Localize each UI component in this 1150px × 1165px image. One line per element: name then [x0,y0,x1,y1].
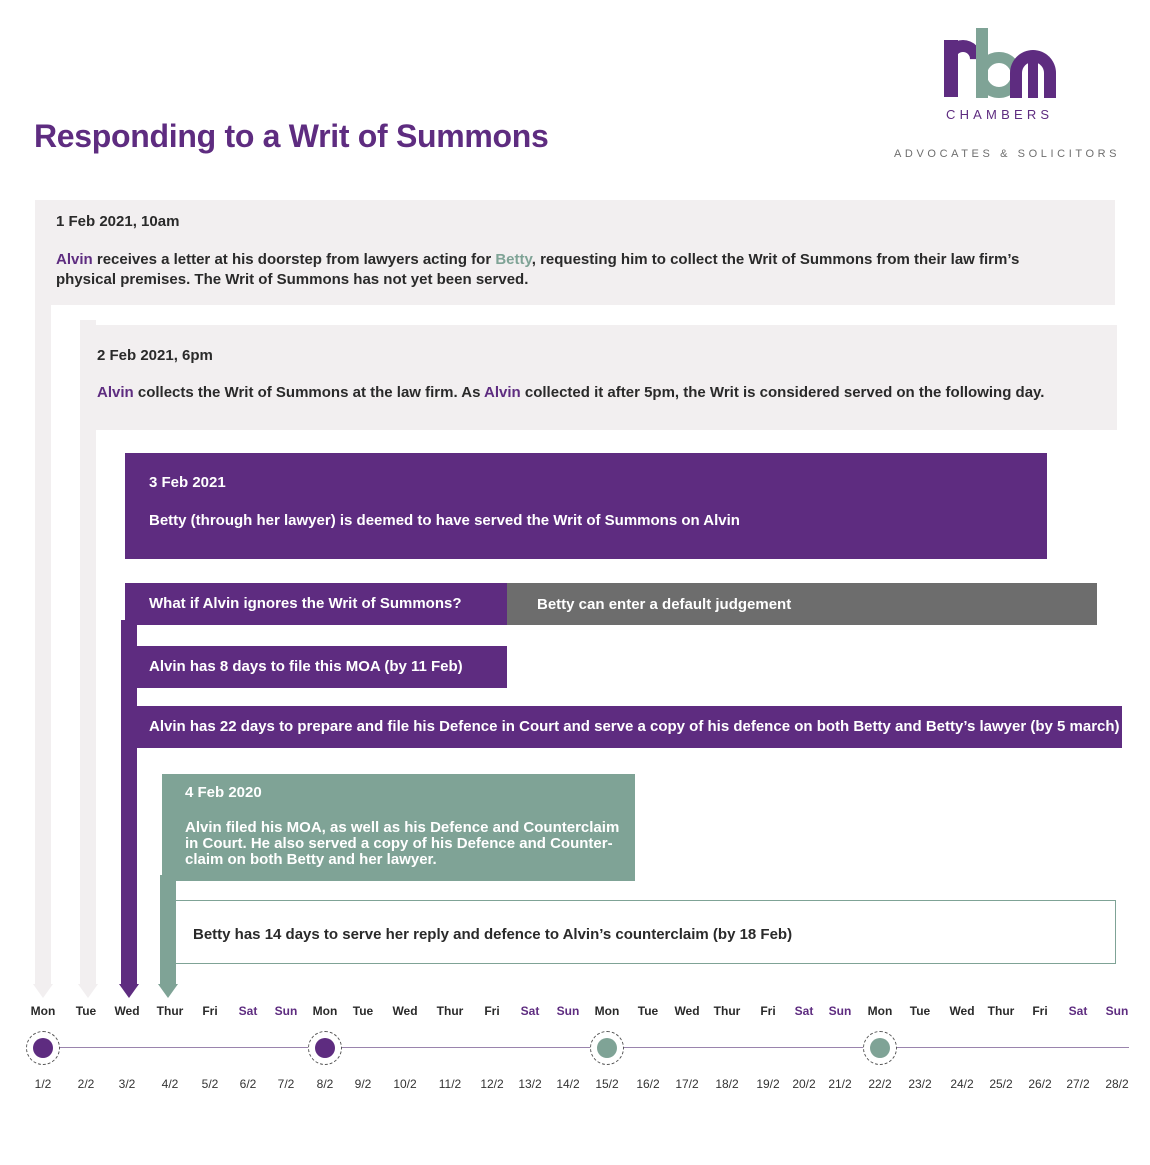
event-card-1-feb: 1 Feb 2021, 10am Alvin receives a letter… [35,200,1115,305]
event-date: 1 Feb 2021, 10am [56,213,180,230]
timeline-date-label: 7/2 [277,1077,295,1091]
timeline-date-label: 16/2 [636,1077,660,1091]
timeline-day-label: Sun [556,1004,580,1018]
logo-chambers: CHAMBERS [946,107,1054,122]
timeline-date-label: 11/2 [438,1077,462,1091]
timeline-day-label: Sat [520,1004,540,1018]
timeline-date-label: 22/2 [868,1077,892,1091]
timeline-day-label: Mon [312,1004,338,1018]
timeline-date-label: 23/2 [908,1077,932,1091]
timeline-day-label: Sat [238,1004,258,1018]
default-judgement-box: Betty can enter a default judgement [507,583,1097,625]
timeline-date-label: 1/2 [34,1077,52,1091]
timeline-date-label: 26/2 [1028,1077,1052,1091]
timeline-date-label: 5/2 [201,1077,219,1091]
timeline-marker-dot [315,1038,335,1058]
timeline-day-label: Mon [30,1004,56,1018]
timeline-marker-dot [870,1038,890,1058]
timeline-date-label: 21/2 [828,1077,852,1091]
timeline-day-label: Mon [867,1004,893,1018]
timeline-day-label: Fri [760,1004,776,1018]
timeline-day-label: Sat [794,1004,814,1018]
event-description: Alvin collects the Writ of Summons at th… [97,384,1045,401]
timeline-day-label: Sun [274,1004,298,1018]
timeline-date-label: 25/2 [989,1077,1013,1091]
timeline-day-label: Thur [156,1004,184,1018]
timeline-date-label: 28/2 [1105,1077,1129,1091]
event-card-2-feb: 2 Feb 2021, 6pm Alvin collects the Writ … [80,325,1117,430]
timeline-axis [44,1047,1129,1048]
event-date: 4 Feb 2020 [185,784,262,801]
event-date: 3 Feb 2021 [149,474,226,491]
what-if-box: What if Alvin ignores the Writ of Summon… [125,583,507,625]
timeline-date-label: 12/2 [480,1077,504,1091]
connector-line-3 [121,620,137,985]
timeline-day-label: Wed [392,1004,418,1018]
arrowhead-4 [158,984,178,998]
timeline-day-label: Wed [949,1004,975,1018]
timeline-day-label: Sun [1105,1004,1129,1018]
timeline-date-label: 13/2 [518,1077,542,1091]
moa-deadline-box: Alvin has 8 days to file this MOA (by 11… [137,646,507,688]
event-date: 2 Feb 2021, 6pm [97,347,213,364]
connector-line-1 [35,300,51,985]
timeline-day-label: Tue [352,1004,374,1018]
arrowhead-2 [78,984,98,998]
logo-tagline: ADVOCATES & SOLICITORS [894,148,1121,160]
timeline-day-label: Wed [114,1004,140,1018]
timeline-day-label: Fri [1032,1004,1048,1018]
timeline-marker-dot [597,1038,617,1058]
arrowhead-3 [119,984,139,998]
timeline-day-label: Mon [594,1004,620,1018]
arrowhead-1 [33,984,53,998]
timeline-day-label: Thur [436,1004,464,1018]
timeline-date-label: 27/2 [1066,1077,1090,1091]
timeline-day-label: Fri [202,1004,218,1018]
event-description: Alvin receives a letter at his doorstep … [56,251,1020,288]
defence-deadline-box: Alvin has 22 days to prepare and file hi… [137,706,1122,748]
timeline-day-label: Thur [987,1004,1015,1018]
timeline-date-label: 17/2 [675,1077,699,1091]
timeline-date-label: 3/2 [118,1077,136,1091]
timeline-date-label: 18/2 [715,1077,739,1091]
timeline-day-label: Fri [484,1004,500,1018]
connector-line-2 [80,320,96,985]
timeline-day-label: Tue [637,1004,659,1018]
timeline-date-label: 15/2 [595,1077,619,1091]
timeline-date-label: 8/2 [316,1077,334,1091]
timeline-day-label: Sun [828,1004,852,1018]
timeline-date-label: 19/2 [756,1077,780,1091]
timeline-day-label: Sat [1068,1004,1088,1018]
page-title: Responding to a Writ of Summons [34,118,549,154]
timeline-marker-dot [33,1038,53,1058]
timeline-day-label: Wed [674,1004,700,1018]
timeline-date-label: 6/2 [239,1077,257,1091]
timeline-day-label: Tue [75,1004,97,1018]
event-card-4-feb: 4 Feb 2020 Alvin filed his MOA, as well … [162,774,635,881]
timeline-date-label: 20/2 [792,1077,816,1091]
timeline-day-label: Thur [713,1004,741,1018]
timeline-date-label: 24/2 [950,1077,974,1091]
connector-line-4 [160,875,176,985]
timeline-date-label: 4/2 [161,1077,179,1091]
event-description: Betty (through her lawyer) is deemed to … [149,512,740,529]
timeline-day-label: Tue [909,1004,931,1018]
event-card-3-feb: 3 Feb 2021 Betty (through her lawyer) is… [125,453,1047,559]
timeline-date-label: 10/2 [393,1077,417,1091]
reply-deadline-box: Betty has 14 days to serve her reply and… [175,900,1116,964]
timeline-date-label: 2/2 [77,1077,95,1091]
event-description: Alvin filed his MOA, as well as his Defe… [185,819,620,868]
timeline-date-label: 14/2 [556,1077,580,1091]
timeline-date-label: 9/2 [354,1077,372,1091]
